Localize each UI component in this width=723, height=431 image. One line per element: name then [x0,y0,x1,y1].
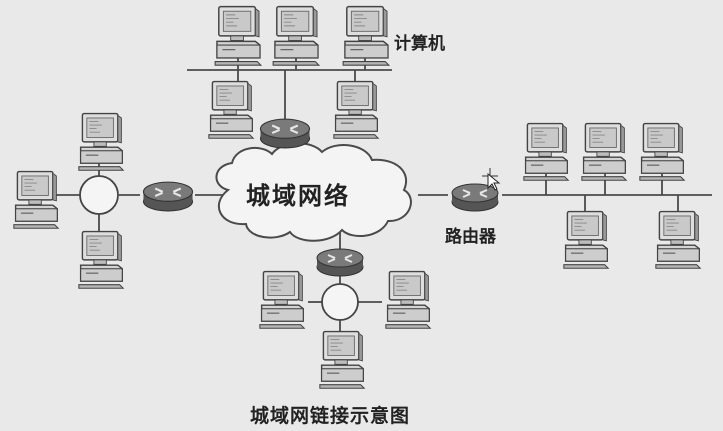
computer-icon [655,210,701,270]
computer-icon [563,210,609,270]
cursor-icon [482,168,501,191]
computer-icon [319,330,365,390]
computer-icon [342,5,390,67]
computer-icon [385,270,431,330]
computer-icon [523,122,569,182]
computer-icon [639,122,685,182]
diagram-caption: 城域网链接示意图 [250,405,411,427]
computer-icon [581,122,627,182]
cloud-icon [215,142,412,242]
router-icon [259,118,311,149]
computer-icon [259,270,305,330]
cloud-label: 城域网络 [246,181,350,210]
computer-icon [272,5,320,67]
computer-icon [78,112,124,172]
computer-icon [13,170,59,230]
computer-icon [214,5,262,67]
router-icon [142,181,194,212]
hub-icon [79,175,119,215]
computer-label: 计算机 [394,34,445,54]
computer-icon [333,80,379,140]
router-icon [315,247,365,277]
router-icon [450,182,500,212]
computer-icon [78,230,124,290]
computer-icon [208,80,254,140]
hub-icon [321,283,359,321]
router-label: 路由器 [445,227,496,247]
